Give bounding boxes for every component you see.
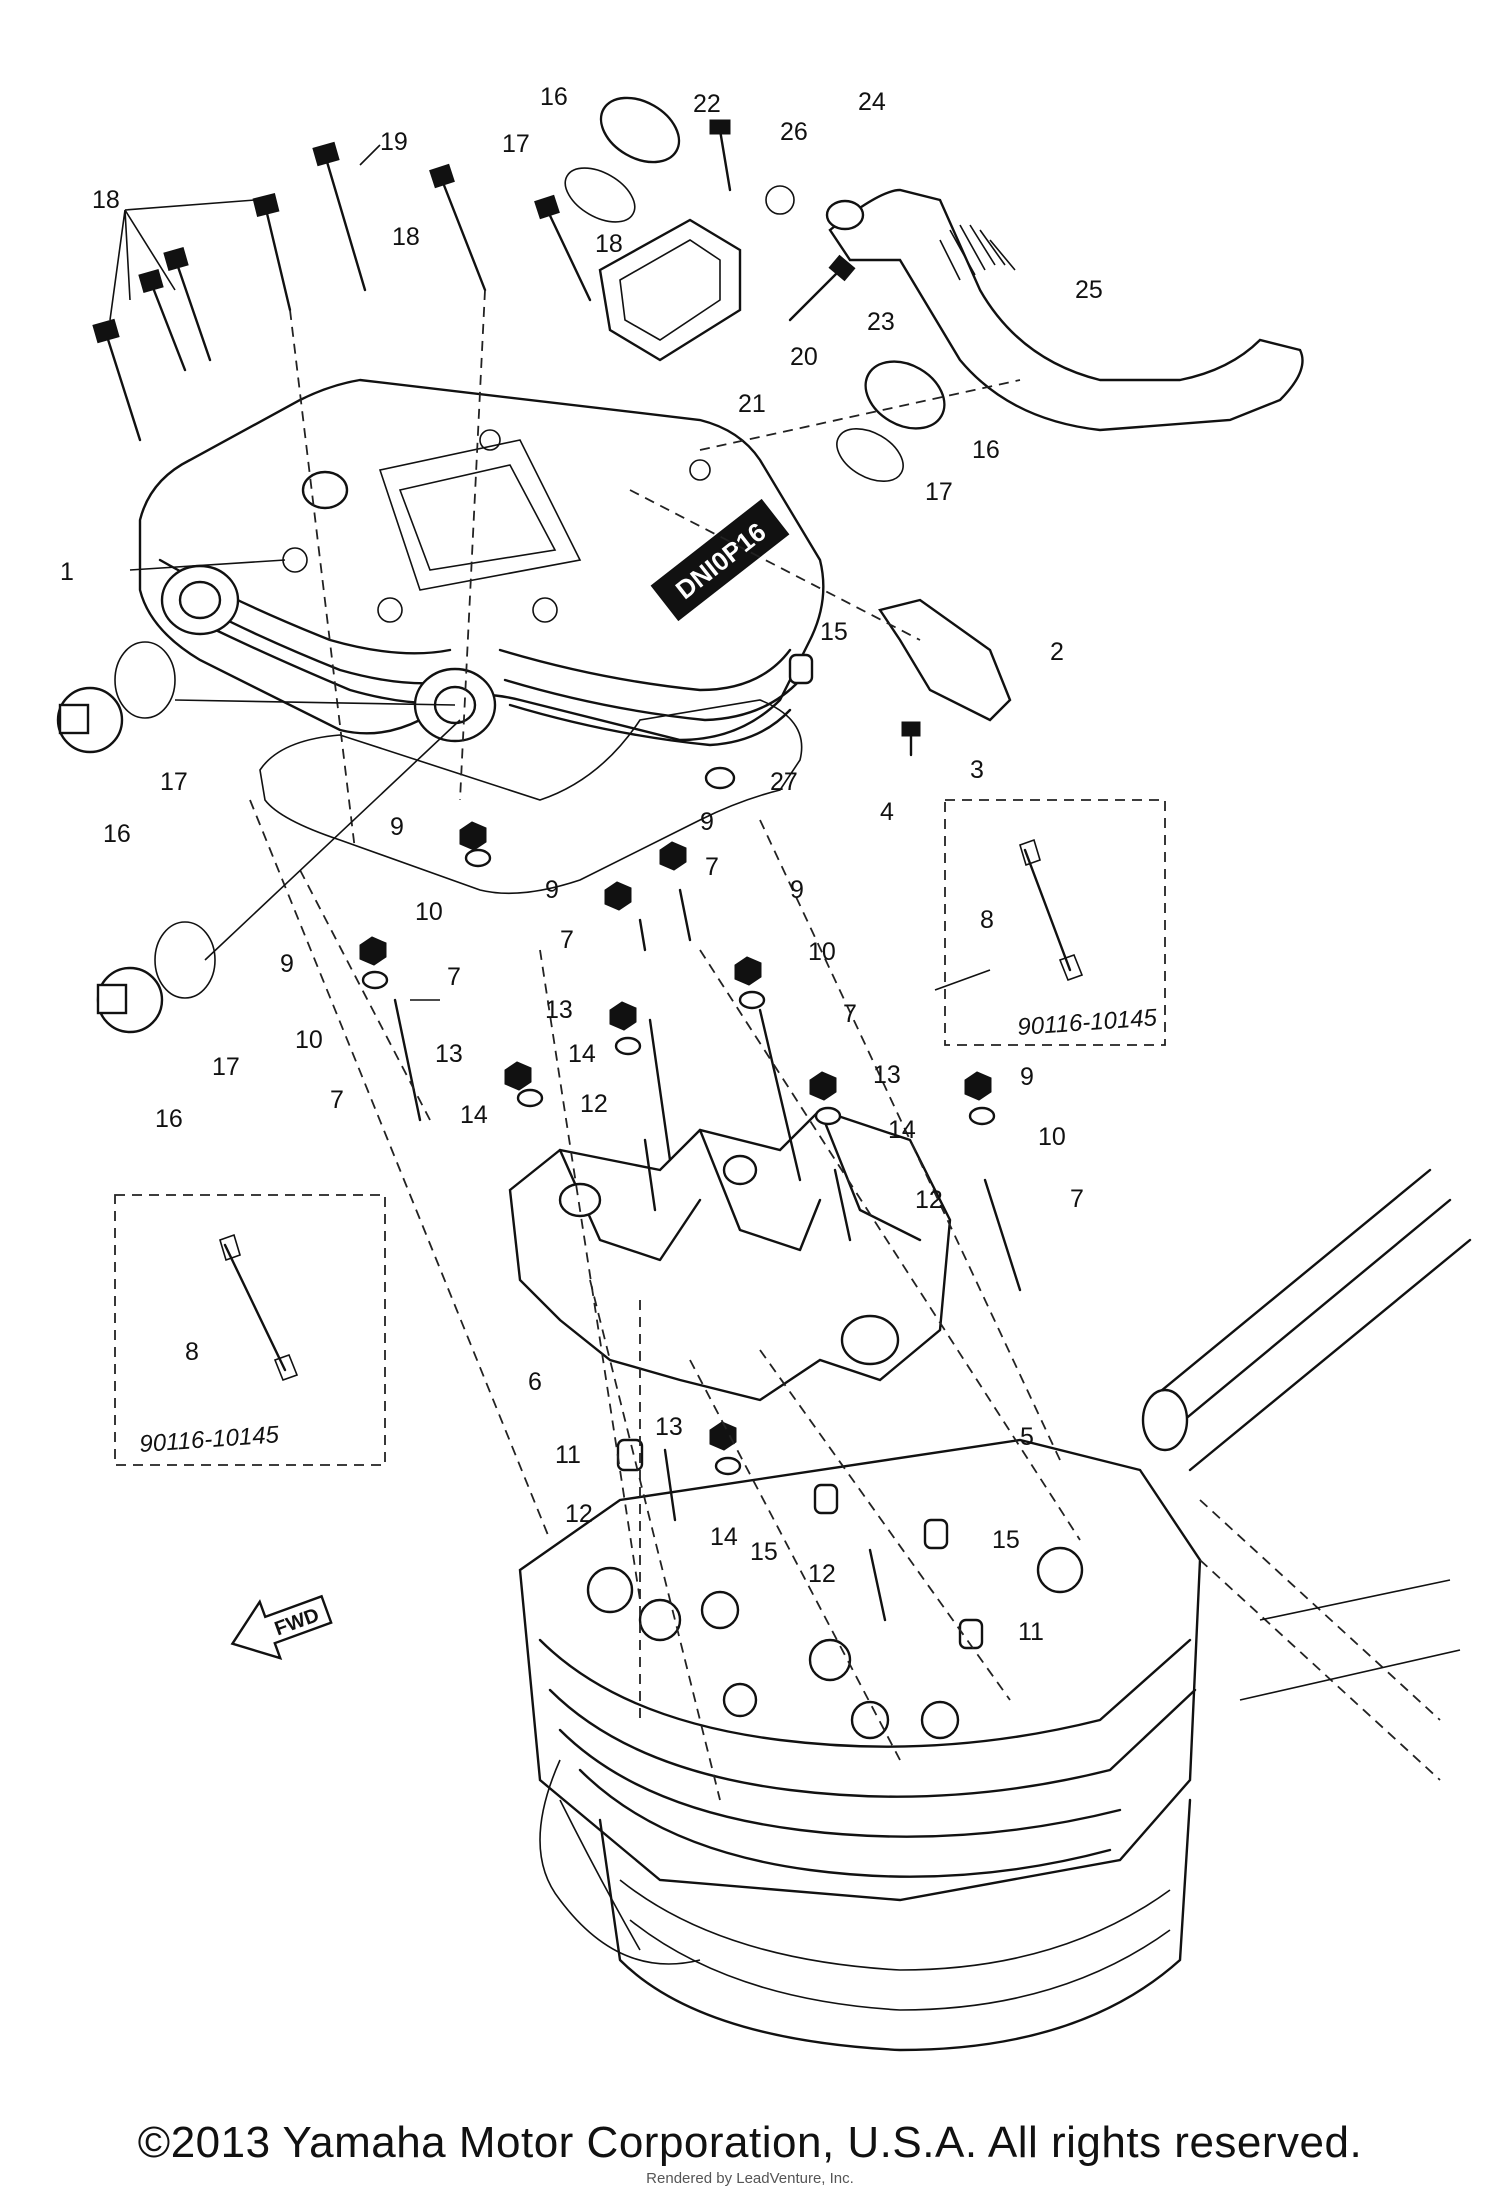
inset-left-part-number: 90116-10145 <box>139 1421 281 1458</box>
callout-9e: 9 <box>280 950 294 978</box>
callout-9b: 9 <box>700 808 714 836</box>
callout-16c: 16 <box>103 820 131 848</box>
leader-lines <box>109 144 1081 1801</box>
callout-13a: 13 <box>545 996 573 1024</box>
callout-11b: 11 <box>1018 1618 1044 1646</box>
callout-21: 21 <box>738 390 766 418</box>
callout-14c: 14 <box>888 1116 916 1144</box>
callout-27: 27 <box>770 768 798 796</box>
hardware <box>56 96 1022 1650</box>
callout-6: 6 <box>528 1368 542 1396</box>
callout-17c: 17 <box>160 768 188 796</box>
fwd-arrow: FWD <box>230 1594 333 1661</box>
inset-left: 90116-10145 <box>114 1194 386 1466</box>
callout-19: 19 <box>380 128 408 156</box>
callout-16b: 16 <box>972 436 1000 464</box>
cam-holder-assembly <box>508 1108 952 1402</box>
callout-7b: 7 <box>560 926 574 954</box>
callout-12c: 12 <box>565 1500 593 1528</box>
callout-13d: 13 <box>655 1413 683 1441</box>
callout-16a: 16 <box>540 83 568 111</box>
callout-17a: 17 <box>502 130 530 158</box>
callout-labels: 1 2 3 4 5 6 7 7 7 7 7 7 8 8 9 9 9 9 9 9 … <box>60 83 1103 1646</box>
frame-tubes <box>1141 1168 1472 1781</box>
callout-22: 22 <box>693 90 721 118</box>
callout-10a: 10 <box>415 898 443 926</box>
callout-12d: 12 <box>808 1560 836 1588</box>
callout-13b: 13 <box>435 1040 463 1068</box>
inset-right-part-number: 90116-10145 <box>1017 1004 1159 1041</box>
callout-25: 25 <box>1075 276 1103 304</box>
callout-15c: 15 <box>992 1526 1020 1554</box>
callout-4: 4 <box>880 798 894 826</box>
callout-12a: 12 <box>580 1090 608 1118</box>
callout-11a: 11 <box>555 1441 581 1469</box>
callout-17b: 17 <box>925 478 953 506</box>
callout-7a: 7 <box>705 853 719 881</box>
callout-3: 3 <box>970 756 984 784</box>
callout-9a: 9 <box>390 813 404 841</box>
callout-9c: 9 <box>545 876 559 904</box>
callout-23: 23 <box>867 308 895 336</box>
callout-1: 1 <box>60 558 74 586</box>
callout-2: 2 <box>1050 638 1064 666</box>
callout-7d: 7 <box>330 1086 344 1114</box>
callout-8a: 8 <box>980 906 994 934</box>
callout-18c: 18 <box>595 230 623 258</box>
callout-10d: 10 <box>1038 1123 1066 1151</box>
callout-7c: 7 <box>447 963 461 991</box>
callout-24: 24 <box>858 88 886 116</box>
callout-26: 26 <box>780 118 808 146</box>
callout-18b: 18 <box>392 223 420 251</box>
callout-18a: 18 <box>92 186 120 214</box>
callout-9f: 9 <box>1020 1063 1034 1091</box>
callout-7e: 7 <box>843 1000 857 1028</box>
rendered-by-credit: Rendered by LeadVenture, Inc. <box>646 2170 854 2187</box>
callout-17d: 17 <box>212 1053 240 1081</box>
callout-10b: 10 <box>808 938 836 966</box>
callout-7f: 7 <box>1070 1185 1084 1213</box>
callout-13c: 13 <box>873 1061 901 1089</box>
callout-14a: 14 <box>568 1040 596 1068</box>
callout-20: 20 <box>790 343 818 371</box>
callout-9d: 9 <box>790 876 804 904</box>
callout-5: 5 <box>1020 1423 1034 1451</box>
callout-15a: 15 <box>820 618 848 646</box>
breather-assembly <box>598 188 1304 432</box>
callout-10c: 10 <box>295 1026 323 1054</box>
cover-gasket <box>259 699 803 895</box>
cylinder-head <box>518 1438 1202 2052</box>
copyright-notice: ©2013 Yamaha Motor Corporation, U.S.A. A… <box>137 2118 1363 2167</box>
callout-8b: 8 <box>185 1338 199 1366</box>
callout-14b: 14 <box>460 1101 488 1129</box>
callout-16d: 16 <box>155 1105 183 1133</box>
callout-15b: 15 <box>750 1538 778 1566</box>
callout-14d: 14 <box>710 1523 738 1551</box>
callout-12b: 12 <box>915 1186 943 1214</box>
inset-right: 90116-10145 <box>944 799 1166 1046</box>
